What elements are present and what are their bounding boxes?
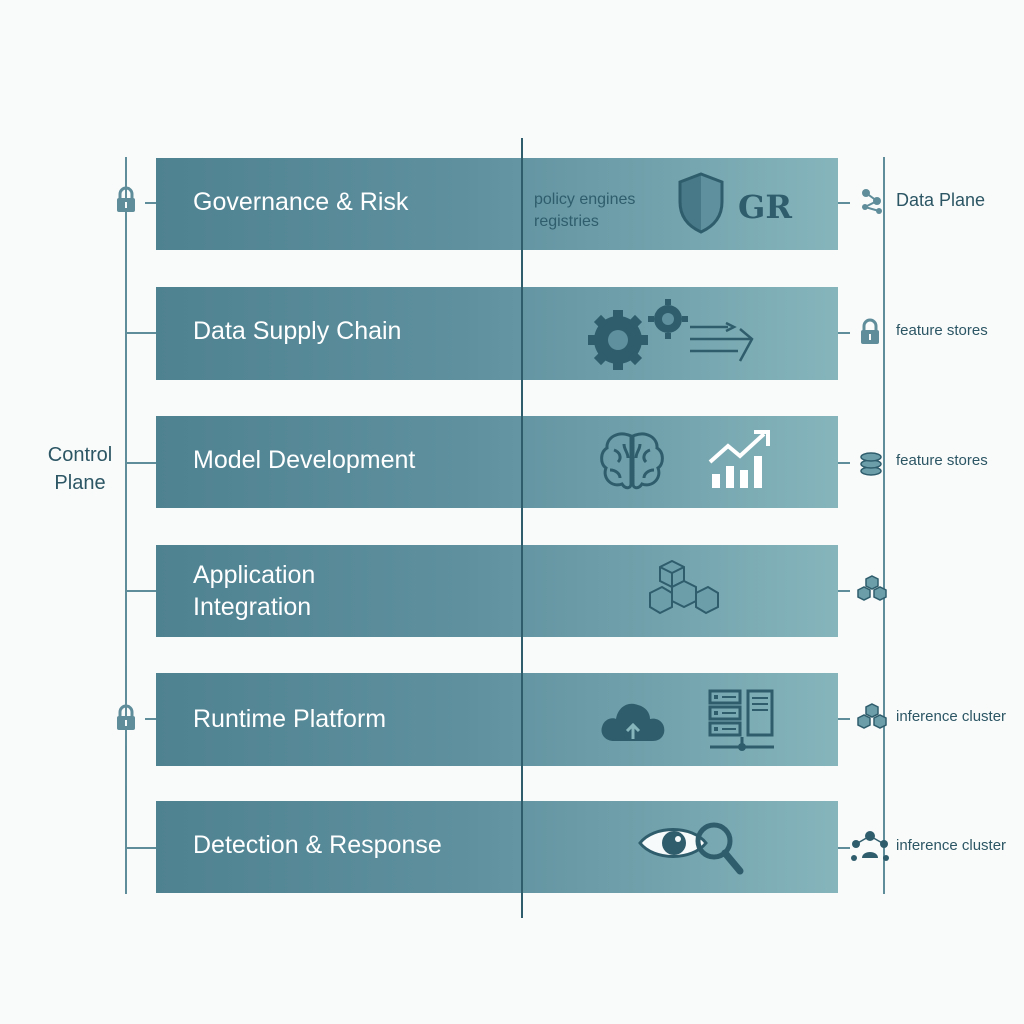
layer-application-integration: Application Integration	[156, 545, 838, 637]
data-plane-rail	[883, 157, 885, 894]
right-connector	[838, 202, 850, 204]
layer-subtitle: registries	[534, 213, 599, 230]
cubes-icon	[649, 559, 719, 615]
layer-title: Application Integration	[193, 561, 316, 621]
people-network-icon	[862, 189, 882, 214]
database-icon	[860, 452, 882, 476]
left-connector	[125, 847, 156, 849]
growth-chart-icon	[708, 430, 770, 488]
center-divider	[521, 138, 523, 918]
left-connector	[145, 718, 156, 720]
layer-detection-response: Detection & Response	[156, 801, 838, 893]
control-plane-rail	[125, 157, 127, 894]
lock-icon	[861, 318, 879, 344]
right-label: feature stores	[896, 452, 988, 469]
layer-title: Governance & Risk	[193, 188, 409, 216]
layer-title: Runtime Platform	[193, 705, 387, 733]
magnifier-icon	[695, 822, 744, 875]
control-plane-label: Control Plane	[47, 444, 113, 494]
layer-runtime-platform: Runtime Platform	[156, 673, 838, 766]
lock-icon	[117, 186, 135, 212]
left-connector	[125, 332, 156, 334]
layer-model-development: Model Development	[156, 416, 838, 508]
layer-governance-risk: Governance & Risk policy engines registr…	[156, 158, 838, 250]
right-label: inference cluster	[896, 837, 1007, 854]
right-connector	[838, 332, 850, 334]
shield-icon	[678, 172, 724, 234]
cubes-icon	[857, 703, 887, 729]
layer-title: Detection & Response	[193, 831, 442, 859]
cubes-icon	[857, 575, 887, 601]
cloud-upload-icon	[601, 703, 665, 741]
brain-icon	[600, 432, 664, 490]
right-connector	[838, 718, 850, 720]
layer-data-supply-chain: Data Supply Chain	[156, 287, 838, 380]
server-icon	[708, 689, 774, 751]
right-connector	[838, 590, 850, 592]
layer-subtitle: policy engines	[534, 191, 636, 208]
right-connector	[838, 462, 850, 464]
right-label: Data Plane	[896, 190, 986, 210]
left-connector	[125, 462, 156, 464]
people-network-icon	[851, 831, 889, 861]
right-label: feature stores	[896, 322, 988, 339]
left-connector	[145, 202, 156, 204]
gears-icon	[588, 299, 688, 370]
left-connector	[125, 590, 156, 592]
arrows-right-icon	[690, 321, 754, 362]
right-connector	[838, 847, 850, 849]
lock-icon	[117, 704, 135, 730]
layer-title: Model Development	[193, 446, 416, 474]
layer-title: Data Supply Chain	[193, 317, 402, 345]
gr-badge: GR	[738, 188, 792, 226]
eye-icon	[638, 828, 708, 858]
right-label: inference cluster	[896, 708, 1007, 725]
